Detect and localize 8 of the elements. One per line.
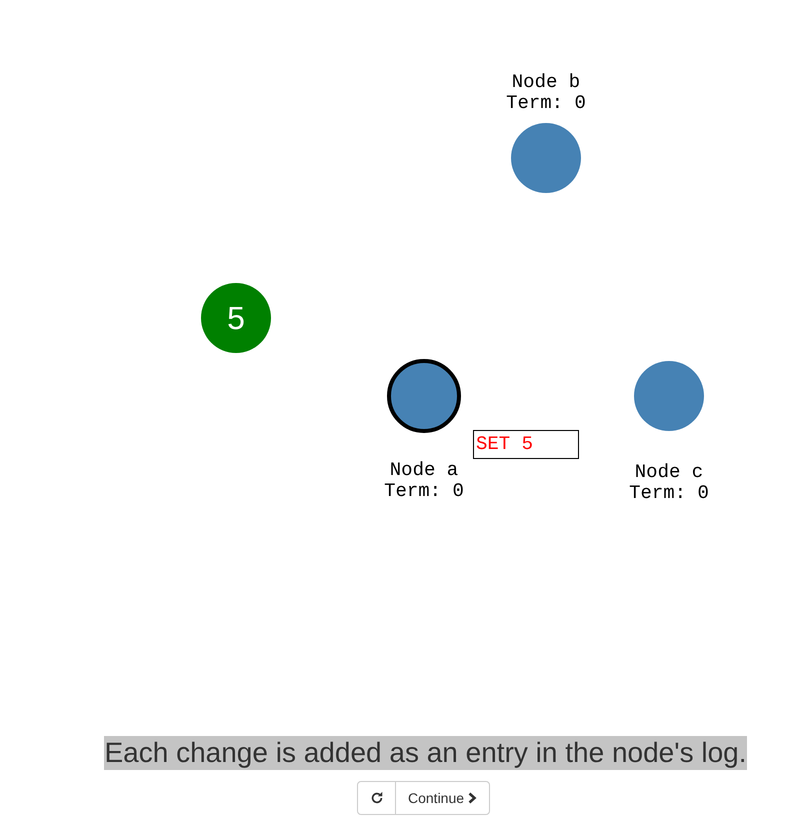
node-name: Node b [512, 72, 580, 93]
log-entry: SET 5 [473, 430, 579, 459]
term-label: Term: 0 [506, 93, 586, 114]
node-name: Node c [634, 462, 704, 483]
node-name: Node a [390, 460, 458, 481]
term-label: Term: 0 [629, 483, 709, 504]
caption: Each change is added as an entry in the node's log. [104, 736, 747, 770]
term-label: Term: 0 [384, 481, 464, 502]
